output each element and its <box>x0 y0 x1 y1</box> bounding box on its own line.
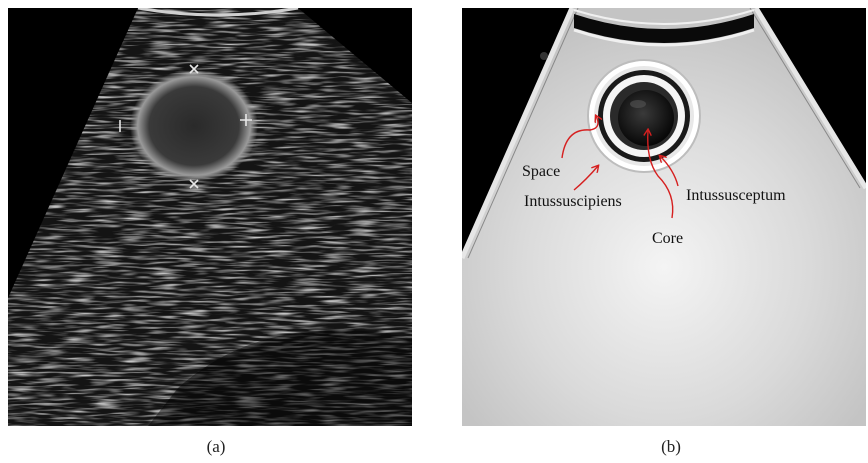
intussusception-rings <box>588 60 700 172</box>
core-label: Core <box>652 230 683 247</box>
ultrasound-image <box>8 8 412 426</box>
caption-b: (b) <box>641 437 701 457</box>
schematic-diagram: Space Intussuscipiens Intussusceptum Cor… <box>462 8 866 426</box>
intussusceptum-label: Intussusceptum <box>686 187 786 204</box>
schematic-panel: Space Intussuscipiens Intussusceptum Cor… <box>462 8 866 426</box>
caption-a: (a) <box>186 437 246 457</box>
core <box>618 90 674 146</box>
target-mass <box>130 70 258 182</box>
intussuscipiens-label: Intussuscipiens <box>524 193 622 210</box>
ultrasound-panel <box>8 8 412 426</box>
space-label: Space <box>522 163 560 180</box>
